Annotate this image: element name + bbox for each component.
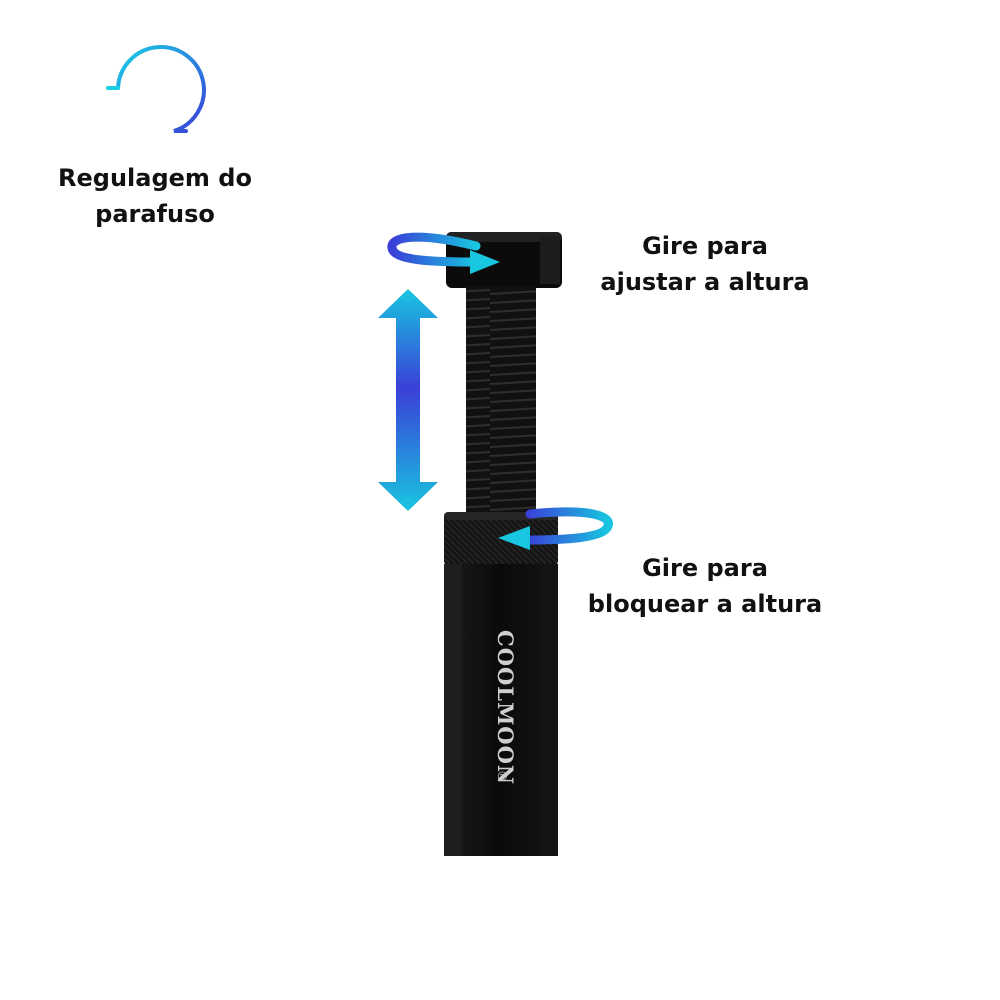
lock-caption-line2: bloquear a altura [587, 590, 823, 618]
rotate-lock-arrow [498, 507, 613, 550]
feature-title-line1: Regulagem do [58, 164, 252, 192]
threaded-shaft [466, 286, 536, 514]
hex-body [444, 564, 558, 856]
brand-logo: COOLMOON [493, 630, 518, 785]
adjust-caption-line2: ajustar a altura [600, 268, 810, 296]
feature-title: Regulagem do parafuso [40, 160, 270, 232]
adjust-caption: Gire para ajustar a altura [580, 228, 830, 300]
lock-caption-line1: Gire para [642, 554, 768, 582]
trademark-symbol: ® [495, 770, 509, 782]
lock-caption: Gire para bloquear a altura [575, 550, 835, 622]
height-adjust-arrow [378, 289, 438, 511]
feature-title-line2: parafuso [95, 200, 215, 228]
adjust-caption-line1: Gire para [642, 232, 768, 260]
rotate-adjust-arrow [387, 232, 500, 274]
rotate-icon [106, 45, 206, 133]
